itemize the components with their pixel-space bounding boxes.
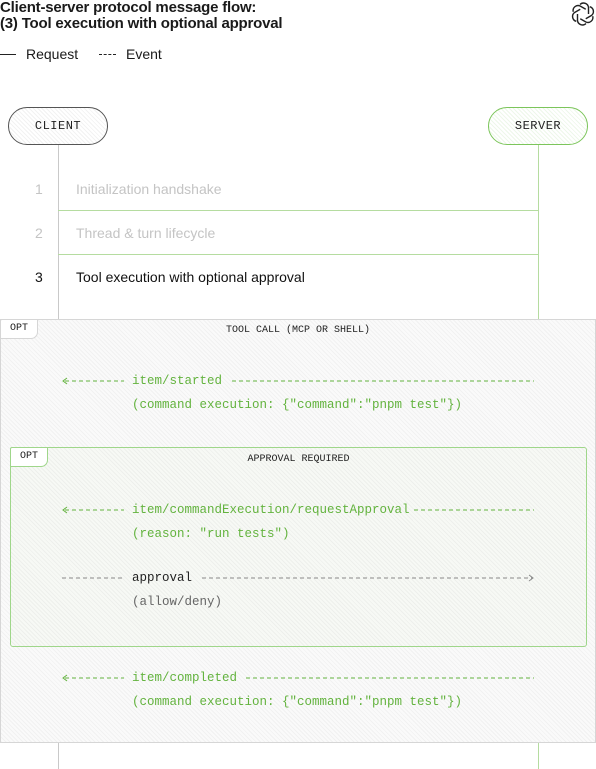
diagram-title: Client-server protocol message flow: (3)… bbox=[0, 0, 283, 32]
server-actor: SERVER bbox=[488, 107, 588, 145]
legend-request: Request bbox=[0, 46, 78, 62]
title-line-1: Client-server protocol message flow: bbox=[0, 0, 257, 16]
dashed-line-swatch bbox=[99, 53, 116, 55]
message-detail: (command execution: {"command":"pnpm tes… bbox=[132, 695, 463, 709]
request-arrow-right bbox=[62, 574, 534, 582]
step-label: Tool execution with optional approval bbox=[76, 269, 305, 285]
title-line-2: (3) Tool execution with optional approva… bbox=[0, 15, 283, 32]
step-number: 1 bbox=[35, 181, 43, 197]
frame-title: TOOL CALL (MCP OR SHELL) bbox=[225, 325, 371, 336]
event-arrow-left bbox=[62, 674, 534, 682]
message-detail: (reason: "run tests") bbox=[132, 527, 290, 541]
step-divider bbox=[58, 210, 538, 211]
legend-event: Event bbox=[99, 46, 162, 62]
opt-tag: OPT bbox=[0, 319, 39, 339]
event-arrow-left bbox=[62, 377, 534, 385]
message-name: item/completed bbox=[132, 671, 238, 685]
legend-request-label: Request bbox=[26, 46, 79, 62]
step-3: 3 Tool execution with optional approval bbox=[0, 268, 538, 312]
step-2: 2 Thread & turn lifecycle bbox=[0, 224, 538, 268]
step-number: 3 bbox=[35, 269, 43, 285]
event-arrow-left bbox=[62, 506, 534, 514]
step-1: 1 Initialization handshake bbox=[0, 180, 538, 224]
openai-logo-icon bbox=[571, 2, 595, 26]
frame-title: APPROVAL REQUIRED bbox=[247, 454, 350, 465]
opt-tag: OPT bbox=[10, 447, 49, 467]
message-name: approval bbox=[132, 571, 193, 585]
step-label: Thread & turn lifecycle bbox=[76, 225, 216, 241]
client-actor: CLIENT bbox=[8, 107, 108, 145]
message-detail: (command execution: {"command":"pnpm tes… bbox=[132, 398, 463, 412]
solid-line-swatch bbox=[0, 53, 16, 55]
step-number: 2 bbox=[35, 225, 43, 241]
step-divider bbox=[58, 254, 538, 255]
legend-event-label: Event bbox=[126, 46, 162, 62]
opt-frame-approval: OPT APPROVAL REQUIRED bbox=[10, 447, 587, 647]
message-name: item/started bbox=[132, 374, 223, 388]
message-name: item/commandExecution/requestApproval bbox=[132, 503, 410, 517]
message-detail: (allow/deny) bbox=[132, 595, 223, 609]
step-label: Initialization handshake bbox=[76, 181, 222, 197]
